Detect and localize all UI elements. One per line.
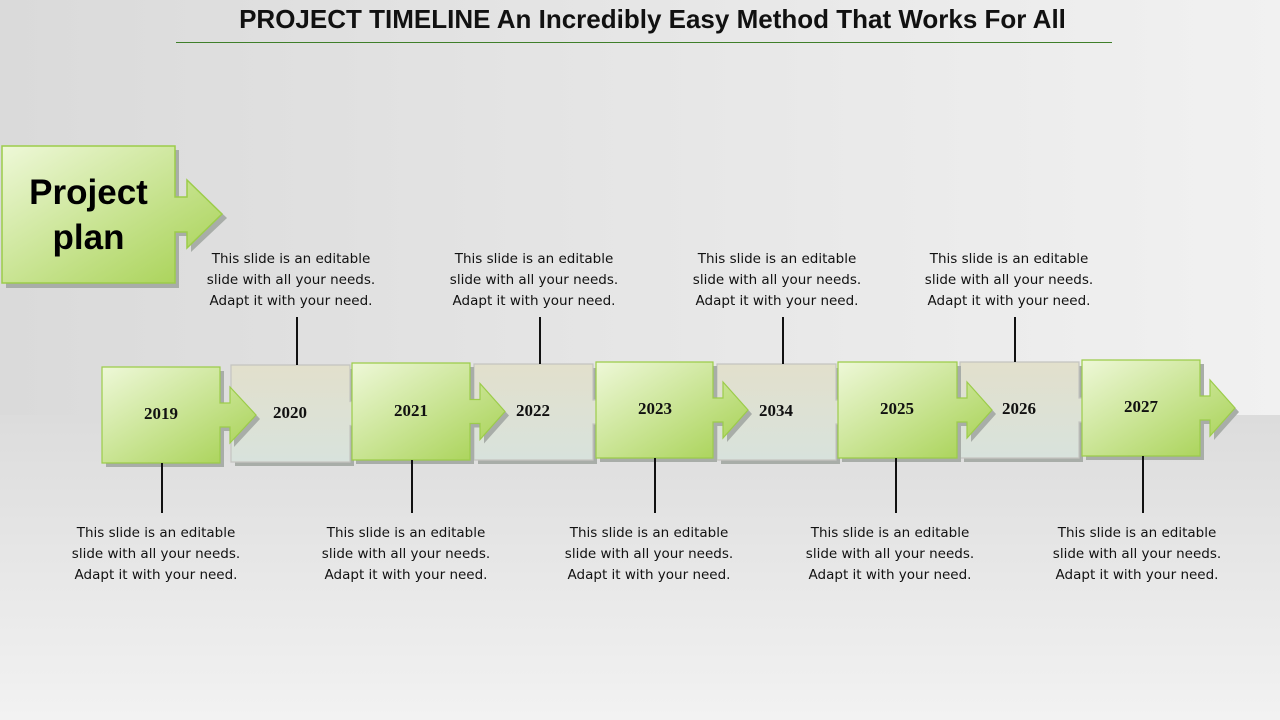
note-line2: slide with all your needs. <box>1052 546 1222 562</box>
connector-line <box>895 458 897 513</box>
connector-line <box>654 458 656 513</box>
milestone-arrow-box-2027 <box>1081 359 1236 457</box>
connector-line <box>296 317 298 365</box>
page-title: PROJECT TIMELINE An Incredibly Easy Meth… <box>239 4 1066 34</box>
note-line3: Adapt it with your need. <box>567 567 731 583</box>
milestone-year: 2020 <box>273 402 307 422</box>
milestone-note-2019: This slide is an editable slide with all … <box>56 523 256 586</box>
note-line1: This slide is an editable <box>569 525 729 541</box>
note-line3: Adapt it with your need. <box>927 293 1091 309</box>
note-line2: slide with all your needs. <box>71 546 241 562</box>
milestone-arrow-box-2025 <box>837 361 993 459</box>
connector-line <box>411 460 413 513</box>
note-line2: slide with all your needs. <box>805 546 975 562</box>
note-line2: slide with all your needs. <box>206 272 376 288</box>
milestone-year: 2027 <box>1124 397 1158 416</box>
note-line2: slide with all your needs. <box>564 546 734 562</box>
milestone-note-2026: This slide is an editable slide with all … <box>909 249 1109 312</box>
milestone-year: 2026 <box>1002 399 1036 418</box>
milestone-year: 2021 <box>394 400 428 420</box>
milestone-year: 2019 <box>144 404 178 423</box>
note-line3: Adapt it with your need. <box>1055 567 1219 583</box>
note-line1: This slide is an editable <box>1057 525 1217 541</box>
milestone-note-2027: This slide is an editable slide with all … <box>1037 523 1237 586</box>
connector-line <box>782 317 784 364</box>
note-line1: This slide is an editable <box>810 525 970 541</box>
milestone-note-2021: This slide is an editable slide with all … <box>306 523 506 586</box>
connector-line <box>161 463 163 513</box>
note-line1: This slide is an editable <box>697 251 857 267</box>
connector-line <box>539 317 541 364</box>
milestone-year: 2023 <box>638 399 672 418</box>
milestone-note-2020: This slide is an editable slide with all … <box>191 249 391 312</box>
note-line3: Adapt it with your need. <box>209 293 373 309</box>
milestone-year: 2025 <box>880 399 914 418</box>
note-line3: Adapt it with your need. <box>324 567 488 583</box>
milestone-arrow-box-2023 <box>595 361 749 459</box>
milestone-note-2034: This slide is an editable slide with all … <box>677 249 877 312</box>
note-line3: Adapt it with your need. <box>452 293 616 309</box>
note-line2: slide with all your needs. <box>449 272 619 288</box>
milestone-note-2022: This slide is an editable slide with all … <box>434 249 634 312</box>
project-plan-line1: Project <box>29 173 148 212</box>
title-divider <box>176 42 1112 43</box>
note-line3: Adapt it with your need. <box>695 293 859 309</box>
note-line3: Adapt it with your need. <box>74 567 238 583</box>
note-line1: This slide is an editable <box>454 251 614 267</box>
note-line2: slide with all your needs. <box>321 546 491 562</box>
connector-line <box>1014 317 1016 362</box>
milestone-arrow-box-2019 <box>101 366 257 464</box>
milestone-note-2023: This slide is an editable slide with all … <box>549 523 749 586</box>
milestone-note-2025: This slide is an editable slide with all … <box>790 523 990 586</box>
note-line1: This slide is an editable <box>211 251 371 267</box>
milestone-year: 2034 <box>759 401 793 420</box>
note-line1: This slide is an editable <box>76 525 236 541</box>
project-plan-label: Project plan <box>2 170 175 260</box>
project-plan-line2: plan <box>52 218 125 257</box>
note-line3: Adapt it with your need. <box>808 567 972 583</box>
note-line1: This slide is an editable <box>326 525 486 541</box>
connector-line <box>1142 456 1144 513</box>
note-line2: slide with all your needs. <box>924 272 1094 288</box>
milestone-year: 2022 <box>516 401 550 420</box>
note-line2: slide with all your needs. <box>692 272 862 288</box>
note-line1: This slide is an editable <box>929 251 1089 267</box>
milestone-arrow-box-2021 <box>351 362 506 461</box>
